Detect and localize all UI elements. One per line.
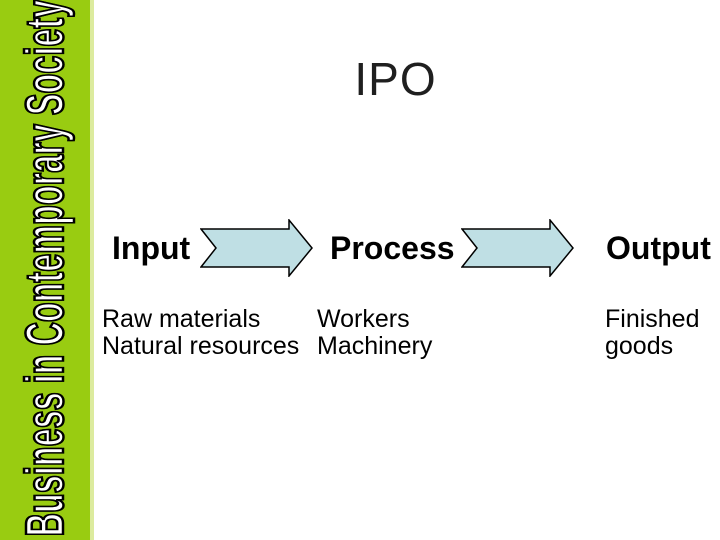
flow-header-output: Output [606, 230, 711, 266]
flow-header-input: Input [112, 230, 191, 266]
output-detail-line: Finished [605, 305, 700, 333]
output-detail-line: goods [605, 332, 674, 360]
input-detail-line: Natural resources [102, 332, 300, 360]
process-detail-line: Workers [317, 305, 410, 333]
right-arrow-icon-input-to-process [200, 219, 313, 277]
right-arrow-shape [200, 219, 313, 277]
right-arrow-icon-process-to-output [461, 219, 574, 277]
process-details: Workers Machinery [317, 306, 432, 360]
sidebar-bar [0, 0, 90, 540]
output-details: Finished goods [605, 306, 700, 360]
sidebar-edge-strip [90, 0, 94, 540]
input-detail-line: Raw materials [102, 305, 261, 333]
flow-header-process: Process [330, 230, 455, 266]
right-arrow-shape [461, 219, 574, 277]
input-details: Raw materials Natural resources [102, 306, 299, 360]
slide-title: IPO [354, 53, 437, 105]
process-detail-line: Machinery [317, 332, 433, 360]
